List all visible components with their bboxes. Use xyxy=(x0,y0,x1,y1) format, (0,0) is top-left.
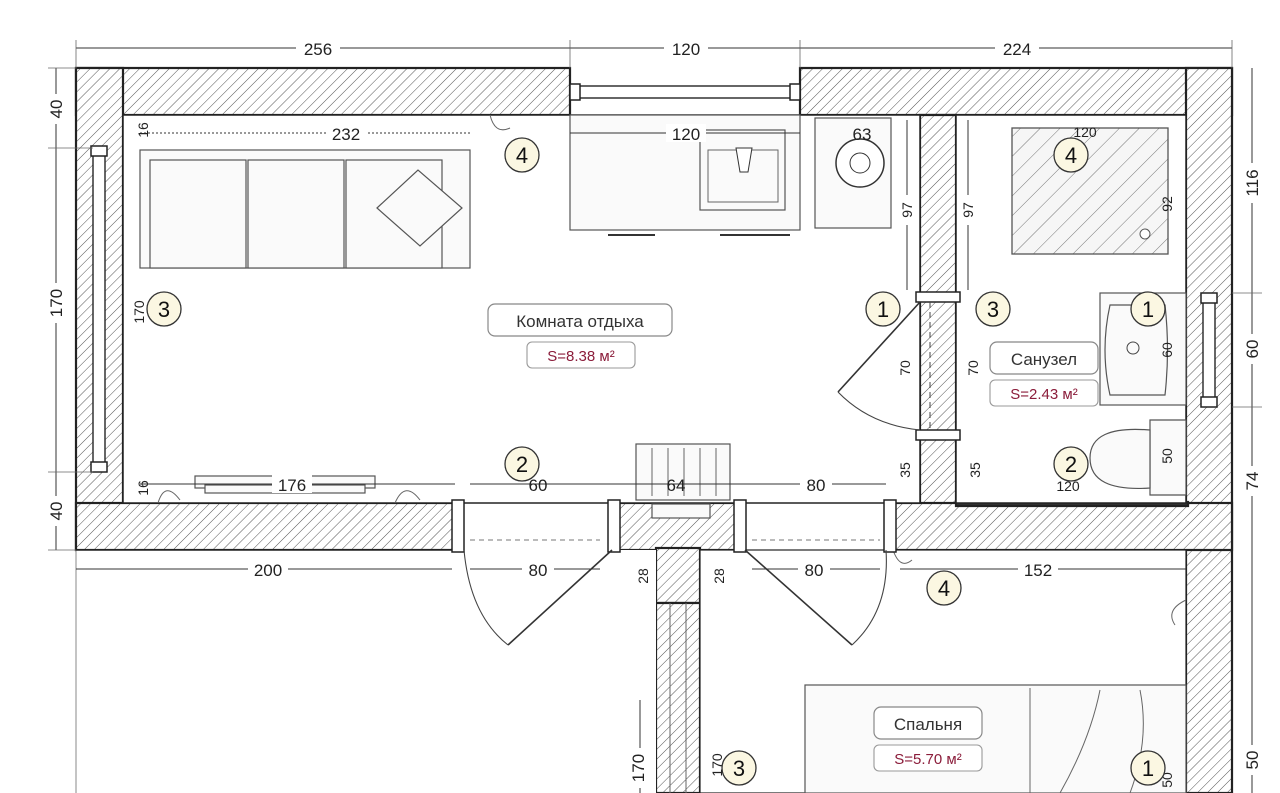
window-icon xyxy=(1200,292,1218,408)
dim-bed-170: 170 xyxy=(629,754,648,782)
marker-2: 2 xyxy=(1053,446,1089,482)
dim-256: 256 xyxy=(304,40,332,59)
marker-3: 3 xyxy=(146,291,182,327)
shower-tray-icon xyxy=(1011,127,1169,255)
marker-4: 4 xyxy=(1053,137,1089,173)
radiator-icon xyxy=(635,443,731,519)
marker-4: 4 xyxy=(504,137,540,173)
svg-text:4: 4 xyxy=(938,576,950,601)
dim-right-116: 116 xyxy=(1243,169,1262,196)
dim-97-right: 97 xyxy=(960,202,976,218)
dim-bot-80-right: 80 xyxy=(805,561,824,580)
dim-shower-120: 120 xyxy=(1073,124,1097,140)
dim-bot-200: 200 xyxy=(254,561,282,580)
dim-right-74: 74 xyxy=(1243,472,1262,491)
dim-224: 224 xyxy=(1003,40,1031,59)
marker-1: 1 xyxy=(1130,291,1166,327)
dim-bot-152: 152 xyxy=(1024,561,1052,580)
room-name-bath: Санузел xyxy=(1011,350,1077,369)
svg-text:3: 3 xyxy=(158,297,170,322)
dim-bottom-16: 16 xyxy=(135,480,151,496)
dim-door-70-left: 70 xyxy=(897,360,913,376)
sofa-icon xyxy=(139,149,471,269)
dim-bot-80-left: 80 xyxy=(529,561,548,580)
wardrobe-icon xyxy=(669,603,687,793)
marker-2: 2 xyxy=(504,446,540,482)
dim-left-40: 40 xyxy=(47,100,66,119)
stove-icon xyxy=(814,117,892,229)
svg-text:1: 1 xyxy=(1142,297,1154,322)
room-name-bed: Спальня xyxy=(894,715,962,734)
dim-35-left: 35 xyxy=(897,462,913,478)
dim-b-60: 60 xyxy=(529,476,548,495)
marker-1: 1 xyxy=(1130,750,1166,786)
dim-wc-50: 50 xyxy=(1159,448,1175,464)
dim-left-40b: 40 xyxy=(47,502,66,521)
svg-text:1: 1 xyxy=(877,297,889,322)
svg-text:4: 4 xyxy=(516,143,528,168)
wall-lamp-icon xyxy=(157,114,1187,626)
dim-tv-176: 176 xyxy=(278,476,306,495)
dim-wc-60: 60 xyxy=(1159,342,1175,358)
dim-kitchen-120: 120 xyxy=(672,125,700,144)
dim-bed-170b: 170 xyxy=(709,753,725,777)
dim-bot-28-right: 28 xyxy=(711,568,727,584)
room-label-bath: Санузел S=2.43 м² xyxy=(989,341,1099,407)
markers: 4 4 3 1 3 1 2 2 4 3 1 xyxy=(146,137,1166,786)
toilet-icon xyxy=(1089,419,1187,496)
marker-4: 4 xyxy=(926,570,962,606)
svg-text:2: 2 xyxy=(516,452,528,477)
dim-left-170: 170 xyxy=(47,289,66,317)
dim-bot-28-left: 28 xyxy=(635,568,651,584)
dimension-labels: 256 120 224 40 170 40 116 60 74 50 232 1… xyxy=(46,38,1262,788)
dim-sink-63: 63 xyxy=(853,125,872,144)
room-name-rest: Комната отдыха xyxy=(516,312,644,331)
dim-sofa-232: 232 xyxy=(332,125,360,144)
dim-35-right: 35 xyxy=(967,462,983,478)
svg-text:3: 3 xyxy=(987,297,999,322)
dim-inner-170: 170 xyxy=(131,300,147,324)
dim-door-70-right: 70 xyxy=(965,360,981,376)
svg-text:4: 4 xyxy=(1065,143,1077,168)
dim-b-64: 64 xyxy=(667,476,686,495)
dim-b-80: 80 xyxy=(807,476,826,495)
marker-3: 3 xyxy=(975,291,1011,327)
window-icon xyxy=(569,83,801,101)
window-icon xyxy=(90,145,108,473)
svg-text:3: 3 xyxy=(733,756,745,781)
bed-icon xyxy=(804,684,1187,793)
room-label-bed: Спальня S=5.70 м² xyxy=(873,706,983,772)
svg-text:1: 1 xyxy=(1142,756,1154,781)
room-area-rest: S=8.38 м² xyxy=(547,348,614,365)
room-area-bath: S=2.43 м² xyxy=(1010,386,1077,403)
marker-3: 3 xyxy=(721,750,757,786)
dim-right-60: 60 xyxy=(1243,340,1262,359)
dim-97-left: 97 xyxy=(899,202,915,218)
room-label-rest: Комната отдыха S=8.38 м² xyxy=(487,303,673,369)
marker-1: 1 xyxy=(865,291,901,327)
dim-120: 120 xyxy=(672,40,700,59)
dim-top-16: 16 xyxy=(135,122,151,138)
dim-shower-92: 92 xyxy=(1159,196,1175,212)
door-swing-icon xyxy=(451,291,961,646)
room-area-bed: S=5.70 м² xyxy=(894,751,961,768)
svg-text:2: 2 xyxy=(1065,452,1077,477)
dim-bath-120: 120 xyxy=(1056,478,1080,494)
dim-right-50: 50 xyxy=(1243,751,1262,770)
